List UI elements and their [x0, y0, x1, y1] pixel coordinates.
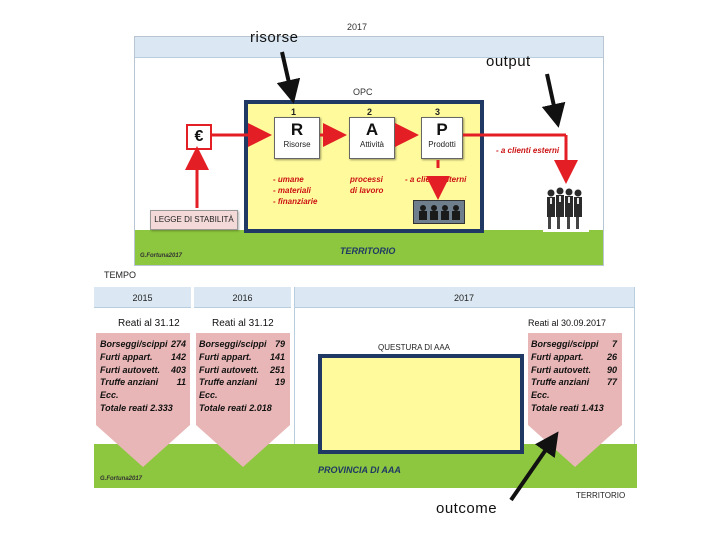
stat-row: Furti appart.141: [199, 351, 285, 362]
output-label: output: [486, 53, 531, 70]
stat-total: Totale reati 2.333: [100, 402, 173, 413]
resource-item: - finanziarie: [273, 197, 318, 206]
stat-row: Ecc.: [199, 390, 218, 401]
resources-list: - umane - materiali - finanziarie: [273, 174, 317, 207]
arrow-2015: [96, 333, 190, 467]
tempo-label: TEMPO: [104, 270, 137, 280]
year-header-2017: [294, 287, 634, 308]
stat-row: Furti autovett.90: [531, 364, 617, 375]
step-number-3: 3: [435, 107, 441, 117]
stat-total: Totale reati 1.413: [531, 402, 604, 413]
risorse-label: risorse: [250, 29, 299, 46]
top-territory-label: TERRITORIO: [340, 246, 396, 256]
processes-line: processi: [350, 175, 383, 184]
stat-row: Furti appart.26: [531, 351, 617, 362]
year-label-2017: 2017: [453, 293, 475, 303]
processes-label: processi di lavoro: [350, 174, 383, 196]
stat-total: Totale reati 2.018: [199, 402, 272, 413]
resource-item: - umane: [273, 175, 304, 184]
heading-2016: Reati al 31.12: [212, 318, 274, 329]
top-territory-band: [135, 230, 603, 265]
processes-line: di lavoro: [350, 186, 384, 195]
resource-item: - materiali: [273, 186, 311, 195]
stat-row: Furti appart.142: [100, 351, 186, 362]
output-arrow: [541, 73, 566, 128]
step-label-risorse: Risorse: [283, 140, 311, 149]
questura-label: QUESTURA DI AAA: [378, 343, 451, 352]
bottom-territory-label: TERRITORIO: [576, 491, 626, 500]
heading-2015: Reati al 31.12: [118, 318, 180, 329]
top-header-band: [135, 37, 603, 58]
questura-box: [318, 354, 524, 454]
top-author: G.Fortuna2017: [140, 253, 183, 259]
top-year: 2017: [347, 22, 368, 32]
step-letter-p: P: [436, 120, 448, 139]
arrow-2016: [196, 333, 290, 467]
step-letter-r: R: [290, 120, 304, 139]
law-label: LEGGE DI STABILITÀ: [154, 215, 234, 224]
step-box-prodotti: P Prodotti: [421, 117, 463, 159]
euro-icon: €: [194, 128, 204, 145]
people-icon: [419, 205, 460, 220]
year-label-2016: 2016: [232, 293, 253, 303]
external-clients-image: [543, 184, 589, 232]
step-number-2: 2: [367, 107, 373, 117]
year-header-2015: [94, 287, 191, 308]
step-letter-a: A: [365, 120, 379, 139]
outcome-label: outcome: [436, 500, 498, 517]
business-people-icon: [547, 187, 582, 229]
stat-row: Furti autovett.403: [100, 364, 186, 375]
external-clients-label: - a clienti esterni: [496, 146, 560, 155]
step-box-attivita: A Attività: [349, 117, 395, 159]
step-label-attivita: Attività: [359, 140, 384, 149]
outcome-arrow: [509, 431, 559, 502]
risorse-arrow: [276, 51, 301, 104]
internal-clients-image: [413, 200, 465, 224]
stat-row: Ecc.: [531, 390, 550, 401]
opc-label: OPC: [353, 87, 373, 97]
stat-row: Ecc.: [100, 390, 119, 401]
year-header-2016: [194, 287, 291, 308]
law-box: LEGGE DI STABILITÀ: [150, 210, 238, 230]
step-box-risorse: R Risorse: [274, 117, 320, 159]
province-label: PROVINCIA DI AAA: [318, 465, 401, 475]
heading-2017: Reati al 30.09.2017: [528, 318, 607, 328]
step-number-1: 1: [291, 107, 297, 117]
step-label-prodotti: Prodotti: [428, 140, 456, 149]
year-label-2015: 2015: [132, 293, 153, 303]
bottom-author: G.Fortuna2017: [100, 476, 143, 482]
stat-row: Furti autovett.251: [199, 364, 285, 375]
red-flow: [185, 123, 578, 208]
